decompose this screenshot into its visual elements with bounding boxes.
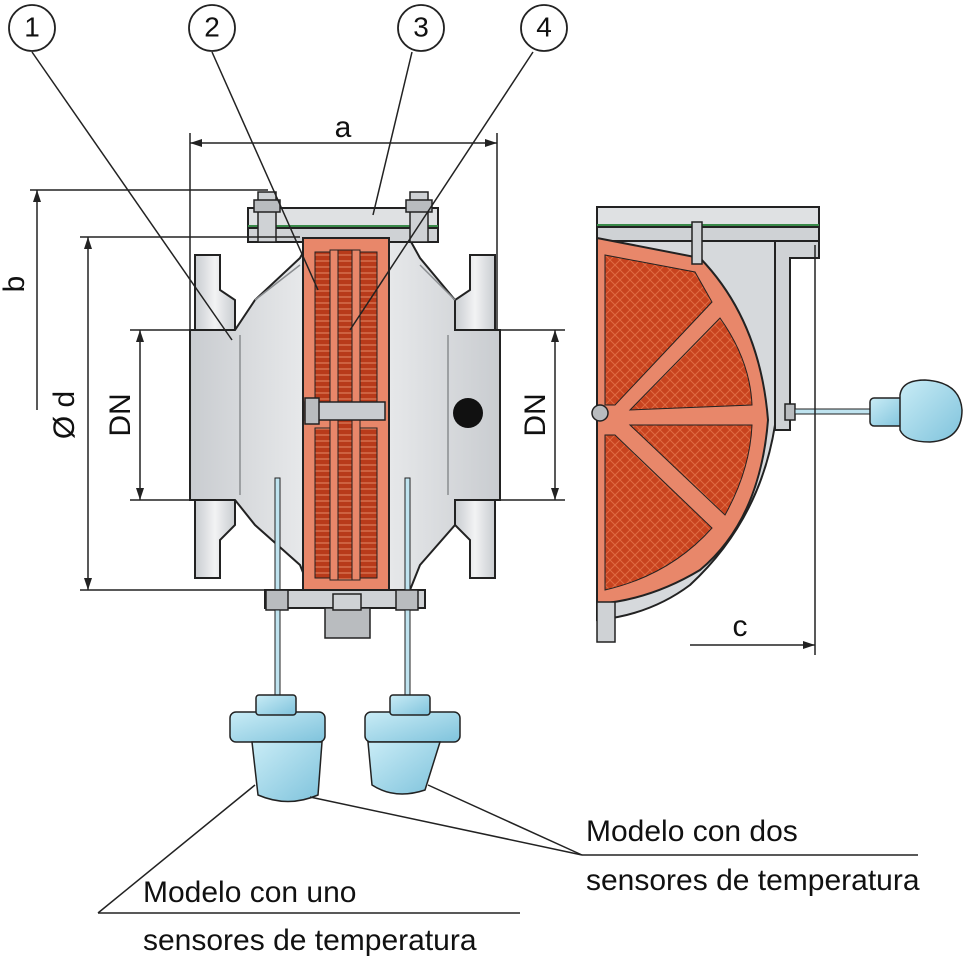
temperature-sensor-right <box>364 694 461 795</box>
caption-one-sensor-line2: sensores de temperatura <box>143 924 477 957</box>
callout-1: 1 <box>8 4 56 52</box>
svg-text:4: 4 <box>536 11 552 42</box>
top-bolt-left <box>253 191 281 243</box>
dimension-dn-left-label: DN <box>104 393 137 436</box>
caption-two-sensors-line2: sensores de temperatura <box>586 864 920 897</box>
marker-dot <box>453 398 483 428</box>
dimension-b-label: b <box>0 276 31 293</box>
callout-4: 4 <box>520 4 568 52</box>
dimension-c-label: c <box>733 610 748 643</box>
dimension-dn-right-label: DN <box>519 393 552 436</box>
sensor-rods <box>265 477 419 701</box>
flame-arrester-element <box>302 237 390 639</box>
section-view <box>591 206 963 643</box>
caption-one-sensor-line1: Modelo con uno <box>143 876 357 909</box>
dimension-d-label: Ø d <box>48 391 81 439</box>
dimension-arrows <box>33 139 815 649</box>
dimension-lines <box>30 133 816 655</box>
svg-text:3: 3 <box>413 11 429 42</box>
callout-leaders <box>31 51 918 914</box>
caption-two-sensors-line1: Modelo con dos <box>586 815 798 848</box>
dimension-a-label: a <box>335 111 352 144</box>
top-bolt-right <box>405 191 433 243</box>
callout-2: 2 <box>188 4 236 52</box>
svg-text:2: 2 <box>204 11 220 42</box>
svg-text:1: 1 <box>24 11 40 42</box>
temperature-sensor-left <box>229 694 326 803</box>
callout-3: 3 <box>397 4 445 52</box>
